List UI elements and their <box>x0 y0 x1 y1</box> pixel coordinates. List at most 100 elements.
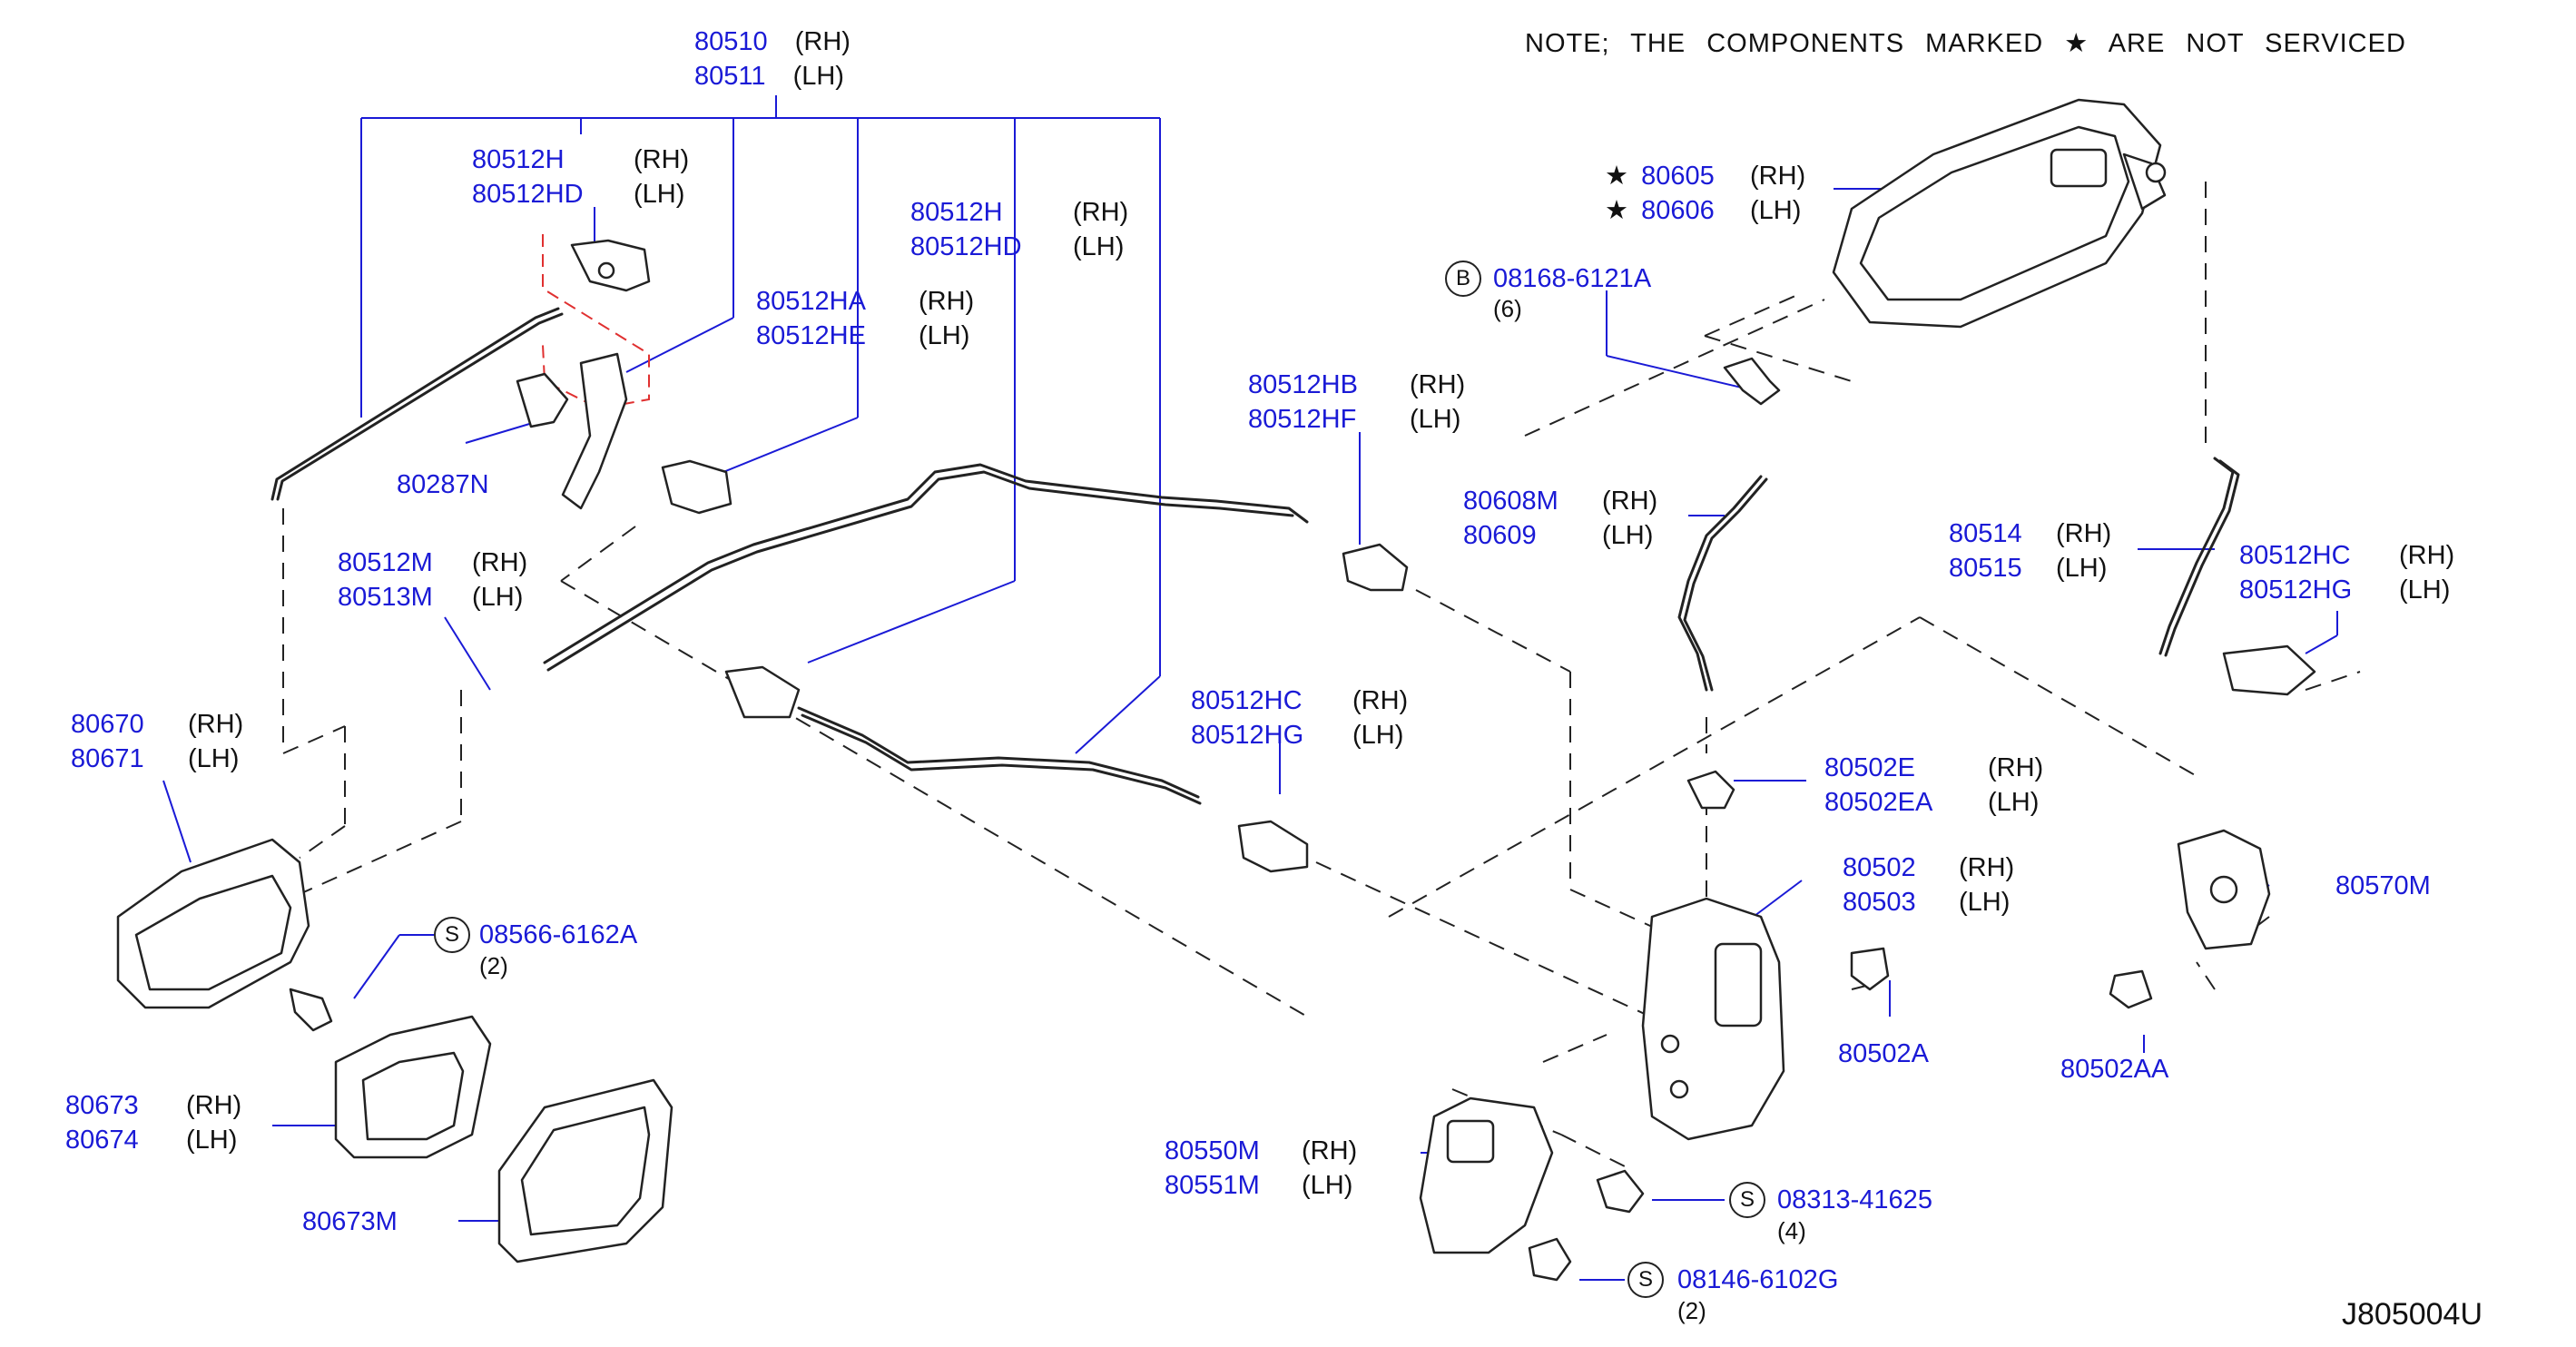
side-marker: (LH) <box>1988 788 2040 817</box>
side-marker: (RH) <box>1410 370 1466 399</box>
part-number[interactable]: 80512HD <box>910 232 1022 261</box>
part-number[interactable]: 08566-6162A <box>479 920 638 949</box>
label-80512h-a[interactable]: 80512H <box>472 145 565 174</box>
label-80512hg-b[interactable]: 80512HG <box>2239 575 2352 605</box>
label-80512hg-a[interactable]: 80512HG <box>1191 721 1303 750</box>
label-80512hb[interactable]: 80512HB <box>1248 370 1358 399</box>
b-circle-icon: B <box>1445 261 1481 297</box>
label-80673m[interactable]: 80673M <box>302 1207 398 1236</box>
label-08168-6121a[interactable]: 08168-6121A <box>1493 264 1651 293</box>
label-80512hd-a[interactable]: 80512HD <box>472 180 584 209</box>
components <box>116 98 2316 1282</box>
part-number[interactable]: 80502A <box>1838 1039 1929 1068</box>
label-80502ea[interactable]: 80502EA <box>1824 788 1932 817</box>
label-80609[interactable]: 80609 <box>1463 521 1537 550</box>
part-number[interactable]: 80670 <box>71 710 144 739</box>
part-number[interactable]: 80512HG <box>1191 721 1304 750</box>
part-number[interactable]: 80287N <box>397 470 489 499</box>
part-number[interactable]: 80512H <box>910 198 1003 227</box>
label-80502e[interactable]: 80502E <box>1824 753 1915 782</box>
label-80512hd-b[interactable]: 80512HD <box>910 232 1022 261</box>
part-number[interactable]: 80515 <box>1949 554 2022 583</box>
part-number[interactable]: 08168-6121A <box>1493 264 1652 293</box>
part-number[interactable]: 80551M <box>1165 1171 1260 1200</box>
label-80512he[interactable]: 80512HE <box>756 321 866 350</box>
label-80503[interactable]: 80503 <box>1843 888 1916 917</box>
label-80671[interactable]: 80671 <box>71 744 144 773</box>
label-80570m[interactable]: 80570M <box>2335 871 2431 900</box>
label-80512h-b[interactable]: 80512H <box>910 198 1003 227</box>
part-number[interactable]: 80512H <box>472 145 565 174</box>
note-text: NOTE; THE COMPONENTS MARKED ★ ARE NOT SE… <box>1525 29 2406 58</box>
part-number[interactable]: 80570M <box>2335 871 2431 900</box>
label-80608m[interactable]: 80608M <box>1463 487 1558 516</box>
part-number[interactable]: 80513M <box>338 583 433 612</box>
part-number[interactable]: 80512HE <box>756 321 866 350</box>
part-number[interactable]: 80512HB <box>1248 370 1358 399</box>
label-80514[interactable]: 80514 <box>1949 519 2022 548</box>
label-80502[interactable]: 80502 <box>1843 853 1916 882</box>
label-80287n[interactable]: 80287N <box>397 470 489 499</box>
label-80502aa[interactable]: 80502AA <box>2060 1055 2168 1084</box>
part-number[interactable]: 80510 <box>694 27 768 56</box>
part-number[interactable]: 80674 <box>65 1126 139 1155</box>
label-80510[interactable]: 80510 (RH) <box>694 27 850 56</box>
label-80605[interactable]: ★ 80605 <box>1605 162 1715 191</box>
label-80512hc-a[interactable]: 80512HC <box>1191 686 1303 715</box>
label-80512hf[interactable]: 80512HF <box>1248 405 1356 434</box>
part-number[interactable]: 80609 <box>1463 521 1537 550</box>
part-number[interactable]: 80512M <box>338 548 433 577</box>
part-number[interactable]: 80502AA <box>2060 1055 2169 1084</box>
label-80513m[interactable]: 80513M <box>338 583 433 612</box>
part-number[interactable]: 80673 <box>65 1091 139 1120</box>
part-number[interactable]: 80503 <box>1843 888 1916 917</box>
part-number[interactable]: 80502E <box>1824 753 1915 782</box>
part-number[interactable]: 80502 <box>1843 853 1916 882</box>
part-number[interactable]: 80512HC <box>1191 686 1303 715</box>
part-number[interactable]: 80673M <box>302 1207 398 1236</box>
part-number[interactable]: 80605 <box>1641 162 1715 191</box>
label-80511[interactable]: 80511 (LH) <box>694 62 844 91</box>
side-marker: (RH) <box>186 1091 242 1120</box>
label-80551m[interactable]: 80551M <box>1165 1171 1260 1200</box>
label-08566-6162a[interactable]: 08566-6162A <box>479 920 637 949</box>
side-marker: (RH) <box>2056 519 2112 548</box>
label-80673[interactable]: 80673 <box>65 1091 139 1120</box>
side-marker: (LH) <box>1073 232 1125 261</box>
part-number[interactable]: 80550M <box>1165 1136 1260 1165</box>
label-80550m[interactable]: 80550M <box>1165 1136 1260 1165</box>
label-80512ha[interactable]: 80512HA <box>756 287 866 316</box>
part-number[interactable]: 08313-41625 <box>1777 1185 1932 1214</box>
part-number[interactable]: 80512HG <box>2239 575 2353 605</box>
star-icon: ★ <box>2064 29 2089 58</box>
side-marker: (RH) <box>472 548 528 577</box>
part-number[interactable]: 80606 <box>1641 196 1715 225</box>
part-number[interactable]: 80512HD <box>472 180 584 209</box>
side-marker: (RH) <box>188 710 244 739</box>
label-80674[interactable]: 80674 <box>65 1126 139 1155</box>
side-marker: (RH) <box>1988 753 2044 782</box>
part-number[interactable]: 80608M <box>1463 487 1558 516</box>
label-80512m[interactable]: 80512M <box>338 548 433 577</box>
part-number[interactable]: 80514 <box>1949 519 2022 548</box>
part-number[interactable]: 80511 <box>694 62 766 91</box>
label-08313-41625[interactable]: 08313-41625 <box>1777 1185 1932 1214</box>
label-08146-6102g[interactable]: 08146-6102G <box>1677 1265 1838 1294</box>
part-number[interactable]: 80512HF <box>1248 405 1357 434</box>
side-marker: (LH) <box>1959 888 2011 917</box>
s-circle-icon: S <box>1729 1182 1765 1218</box>
s-circle-icon: S <box>434 917 470 953</box>
part-number[interactable]: 80512HC <box>2239 541 2351 570</box>
label-80606[interactable]: ★ 80606 <box>1605 196 1715 225</box>
part-number[interactable]: 80502EA <box>1824 788 1933 817</box>
part-number[interactable]: 80671 <box>71 744 144 773</box>
label-80670[interactable]: 80670 <box>71 710 144 739</box>
side-marker: (RH) <box>1073 198 1129 227</box>
label-80515[interactable]: 80515 <box>1949 554 2022 583</box>
label-80502a[interactable]: 80502A <box>1838 1039 1929 1068</box>
part-number[interactable]: 80512HA <box>756 287 866 316</box>
s-circle-icon: S <box>1627 1262 1664 1298</box>
part-number[interactable]: 08146-6102G <box>1677 1265 1839 1294</box>
label-80512hc-b[interactable]: 80512HC <box>2239 541 2351 570</box>
